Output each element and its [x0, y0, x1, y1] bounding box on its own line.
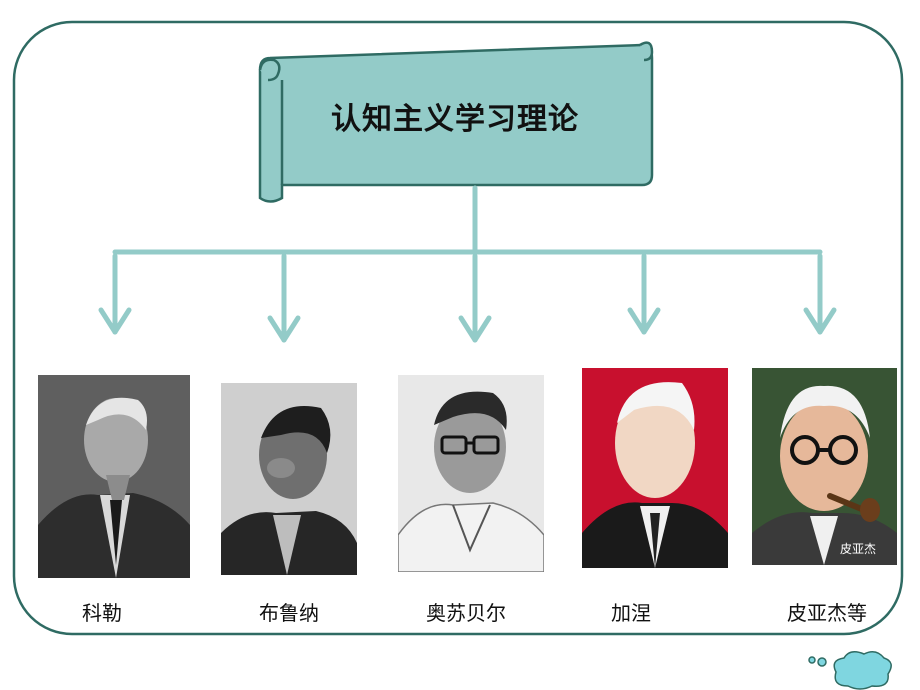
person-name-1: 科勒: [82, 601, 122, 625]
diagram-title: 认知主义学习理论: [331, 102, 579, 137]
portrait-1: [38, 375, 190, 578]
person-name-4: 加涅: [611, 601, 651, 625]
connector-lines: [112, 185, 823, 343]
portrait-4: [582, 368, 728, 568]
person-name-3: 奥苏贝尔: [426, 601, 506, 625]
portrait-5: 皮亚杰: [752, 368, 897, 565]
portrait-2: [221, 383, 357, 575]
cloud-decoration: [808, 651, 892, 690]
title-scroll: [258, 41, 654, 203]
slide-frame: [12, 20, 904, 636]
portrait-3: [398, 375, 544, 572]
portrait-5-caption: 皮亚杰: [840, 542, 876, 556]
person-name-2: 布鲁纳: [259, 601, 319, 625]
person-name-5: 皮亚杰等: [787, 601, 867, 625]
arrowheads: [98, 307, 837, 343]
